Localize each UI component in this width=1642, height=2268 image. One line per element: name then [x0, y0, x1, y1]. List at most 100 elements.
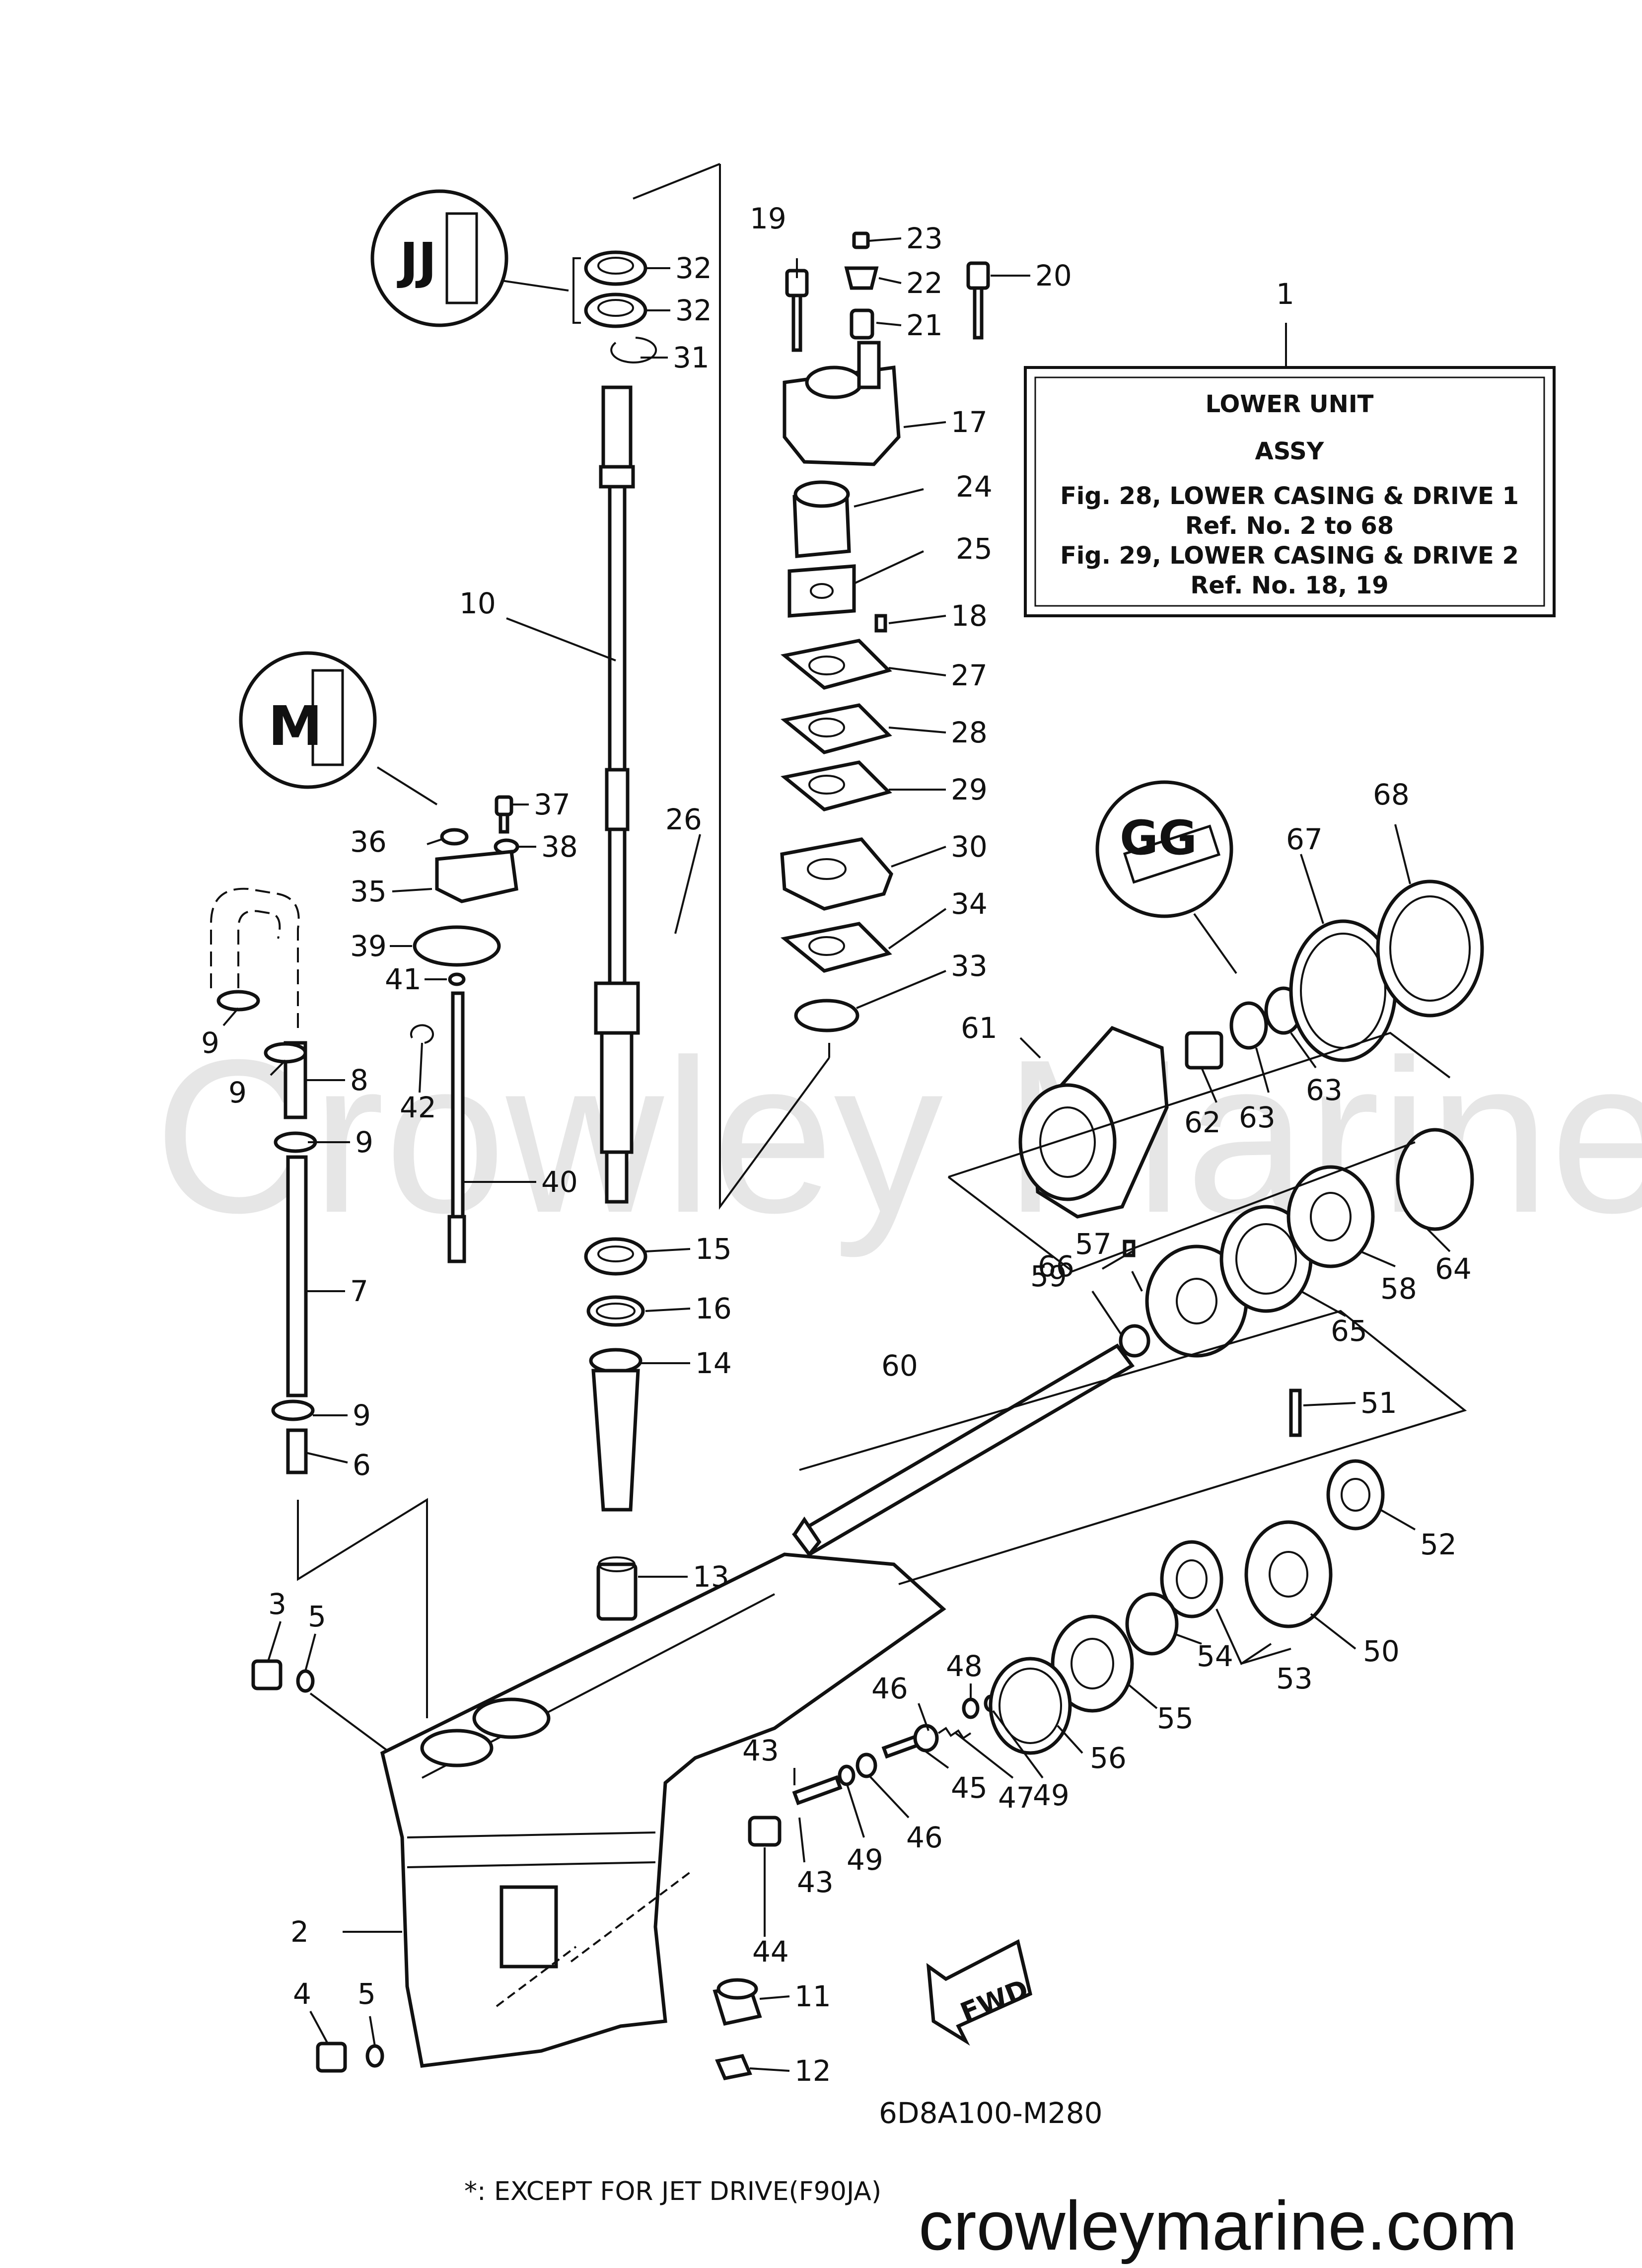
- callout-25: 25: [956, 532, 993, 566]
- fwd-arrow: FWD: [926, 1939, 1033, 2046]
- info-line-2: ASSY: [1255, 438, 1325, 465]
- callout-9-c: 9: [355, 1125, 373, 1159]
- callout-24: 24: [956, 470, 993, 504]
- footnote: *: EXCEPT FOR JET DRIVE(F90JA): [464, 2177, 881, 2206]
- callout-50: 50: [1363, 1634, 1400, 1668]
- callout-47: 47: [998, 1781, 1035, 1815]
- callout-58: 58: [1380, 1272, 1417, 1306]
- info-line-4: Ref. No. 2 to 68: [1185, 512, 1394, 540]
- callout-26: 26: [665, 803, 702, 836]
- callout-56: 56: [1090, 1741, 1127, 1775]
- callout-33: 33: [951, 949, 988, 983]
- callout-63-b: 63: [1306, 1073, 1343, 1107]
- callout-54: 54: [1197, 1639, 1233, 1673]
- callout-7: 7: [350, 1274, 368, 1308]
- info-line-1: LOWER UNIT: [1206, 390, 1374, 418]
- callout-3: 3: [268, 1587, 286, 1621]
- callout-59: 59: [1030, 1259, 1067, 1293]
- callout-22: 22: [906, 266, 943, 300]
- grease-circle-right: GG: [1095, 780, 1237, 974]
- callout-53: 53: [1276, 1662, 1313, 1695]
- grease-circle-mid: M: [239, 651, 438, 805]
- callout-20: 20: [1035, 259, 1072, 293]
- callout-16: 16: [695, 1292, 732, 1325]
- callout-35: 35: [350, 875, 387, 908]
- callout-51: 51: [1360, 1386, 1397, 1420]
- info-line-3: Fig. 28, LOWER CASING & DRIVE 1: [1060, 482, 1519, 510]
- callout-23: 23: [906, 221, 943, 255]
- callout-9-d: 9: [353, 1398, 371, 1432]
- watermark: Crowley Marine: [154, 1015, 1642, 1259]
- callout-2: 2: [290, 1915, 309, 1949]
- callout-4: 4: [293, 1977, 311, 2011]
- callout-40: 40: [541, 1165, 578, 1199]
- callout-57: 57: [1075, 1227, 1112, 1261]
- callout-55: 55: [1157, 1701, 1194, 1735]
- svg-text:JJ: JJ: [397, 232, 436, 290]
- callout-44: 44: [752, 1935, 789, 1969]
- callout-52: 52: [1420, 1528, 1457, 1561]
- callout-62: 62: [1184, 1105, 1221, 1139]
- drive-shaft: [594, 385, 640, 1204]
- pinion-11-12: [713, 1978, 762, 2080]
- callout-39: 39: [350, 929, 387, 963]
- callout-36: 36: [350, 825, 387, 859]
- callout-32-b: 32: [675, 293, 712, 327]
- info-line-6: Ref. No. 18, 19: [1190, 572, 1388, 599]
- callout-10: 10: [459, 586, 496, 620]
- callout-21: 21: [906, 308, 943, 342]
- bearing-housing-61: [1018, 879, 1484, 1257]
- callout-67: 67: [1286, 822, 1323, 856]
- bearing-32: [584, 250, 647, 328]
- sealant-circle-top: JJ: [370, 189, 569, 327]
- lower-casing-2: [380, 1552, 946, 2068]
- callout-61: 61: [961, 1011, 998, 1045]
- callout-43-a: 43: [742, 1734, 779, 1767]
- callout-9-a: 9: [201, 1026, 219, 1060]
- circlip-31: [610, 337, 657, 364]
- info-line-5: Fig. 29, LOWER CASING & DRIVE 2: [1060, 542, 1519, 570]
- callout-14: 14: [695, 1346, 732, 1380]
- site-watermark: crowleymarine.com: [919, 2187, 1517, 2265]
- callout-42: 42: [400, 1091, 436, 1124]
- pump-parts-24-to-34: [780, 480, 894, 1032]
- callout-46-a: 46: [906, 1821, 943, 1854]
- callout-6: 6: [353, 1448, 371, 1482]
- water-pump-housing-17: [783, 341, 901, 466]
- callout-8: 8: [350, 1063, 368, 1097]
- callout-1: 1: [1276, 277, 1294, 311]
- callout-29: 29: [951, 773, 988, 806]
- drive-shaft-lower-parts: [584, 1237, 647, 1621]
- callout-49-a: 49: [847, 1843, 883, 1877]
- leader-lines: [222, 237, 1451, 2072]
- callout-27: 27: [951, 658, 988, 692]
- callout-63-a: 63: [1239, 1100, 1276, 1134]
- callout-9-b: 9: [228, 1076, 247, 1109]
- callout-5-a: 5: [308, 1600, 326, 1633]
- callout-13: 13: [693, 1560, 729, 1594]
- callout-38: 38: [541, 830, 578, 864]
- diagram-code: 6D8A100-M280: [879, 2096, 1103, 2130]
- callout-68: 68: [1373, 778, 1410, 811]
- drain-screws-3-4-5: [251, 1659, 384, 2073]
- callout-32-a: 32: [675, 251, 712, 285]
- callout-17: 17: [951, 405, 988, 439]
- callout-37: 37: [534, 788, 571, 821]
- callout-65: 65: [1331, 1314, 1367, 1348]
- callout-28: 28: [951, 716, 988, 749]
- callout-30: 30: [951, 830, 988, 864]
- grommet-21-22-23: [844, 231, 879, 340]
- callout-numbers: 32 32 31 10 15 16 14 13 19 23 22 20 21 1…: [201, 202, 1472, 2088]
- info-box: 1 LOWER UNIT ASSY Fig. 28, LOWER CASING …: [1024, 277, 1556, 617]
- callout-60: 60: [881, 1349, 918, 1383]
- water-tube-parts: [210, 887, 317, 1474]
- callout-5-b: 5: [357, 1977, 376, 2011]
- callout-66: 66: [1038, 1249, 1074, 1283]
- callout-45: 45: [951, 1771, 988, 1805]
- callout-34: 34: [951, 887, 988, 921]
- callout-12: 12: [794, 2054, 831, 2088]
- callout-31: 31: [673, 341, 710, 374]
- callout-43-b: 43: [797, 1865, 834, 1899]
